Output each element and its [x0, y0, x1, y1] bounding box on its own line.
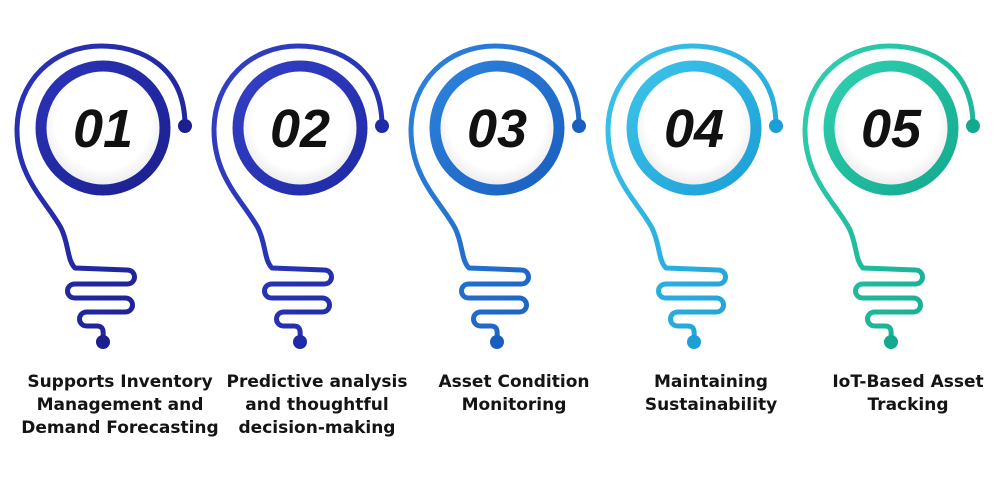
bulb-base-dot	[490, 335, 504, 349]
step-number: 02	[270, 99, 330, 159]
number-ring	[429, 60, 565, 196]
bulb-base-dot	[293, 335, 307, 349]
bulb-4: 04	[605, 43, 783, 349]
step-caption-2: Predictive analysis and thoughtful decis…	[226, 372, 408, 438]
step-number: 05	[861, 99, 922, 159]
bulb-5: 05	[802, 43, 980, 349]
bulb-base-dot	[884, 335, 898, 349]
bulb-base-dot	[96, 335, 110, 349]
bulb-outline	[211, 43, 385, 343]
bulb-3: 03	[408, 43, 586, 349]
step-caption-5: IoT-Based Asset Tracking	[832, 372, 984, 415]
bulb-end-dot	[769, 119, 783, 133]
bulb-outline	[802, 43, 976, 343]
bulb-end-dot	[572, 119, 586, 133]
step-caption-1: Supports Inventory Management and Demand…	[21, 372, 219, 438]
bulb-outline	[14, 43, 188, 343]
step-number: 03	[467, 99, 527, 159]
bulb-outline	[605, 43, 779, 343]
step-caption-4: Maintaining Sustainability	[644, 372, 778, 415]
bulb-end-dot	[178, 119, 192, 133]
step-number: 04	[664, 99, 724, 159]
bulb-outline	[408, 43, 582, 343]
number-ring	[232, 60, 368, 196]
bulb-base-dot	[687, 335, 701, 349]
bulb-2: 02	[211, 43, 389, 349]
number-ring	[626, 60, 762, 196]
bulb-end-dot	[966, 119, 980, 133]
bulb-end-dot	[375, 119, 389, 133]
number-ring	[35, 60, 171, 196]
number-ring	[823, 60, 959, 196]
step-number: 01	[73, 99, 133, 159]
bulb-1: 01	[14, 43, 192, 349]
step-caption-3: Asset Condition Monitoring	[438, 372, 590, 415]
